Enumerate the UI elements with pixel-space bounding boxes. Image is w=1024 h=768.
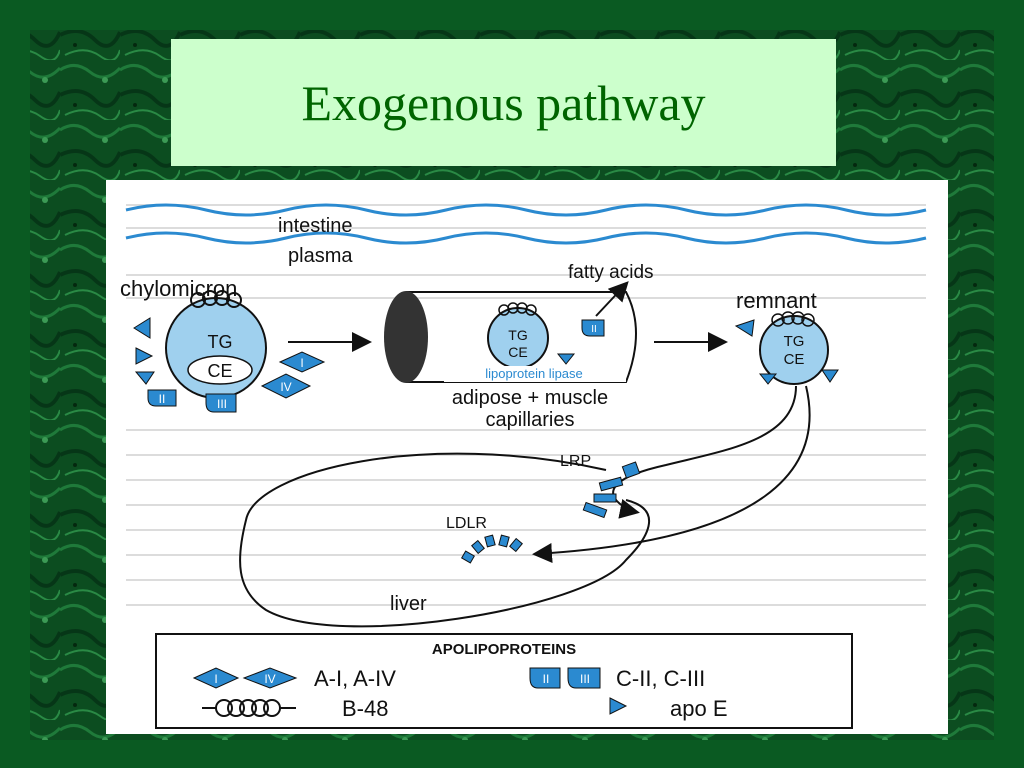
- fatty-acids-label: fatty acids: [568, 262, 654, 283]
- apo-a1-icon: I: [278, 351, 326, 373]
- chylomicron-tg-label: TG: [208, 332, 233, 352]
- svg-text:IV: IV: [280, 380, 291, 394]
- apo-a4-icon: IV: [242, 667, 298, 689]
- liver-cell-outline: [239, 452, 650, 628]
- svg-text:TG: TG: [784, 333, 805, 350]
- legend-a1-a4-label: A-I, A-IV: [314, 666, 396, 691]
- apolipoproteins-legend: APOLIPOPROTEINS I IV A-I, A-IV II III C-…: [155, 633, 853, 729]
- svg-text:IV: IV: [264, 672, 275, 686]
- apo-e-icon: [758, 373, 778, 385]
- intestine-membrane-top: [125, 203, 927, 217]
- apo-e-icon: [135, 347, 154, 365]
- ldlr-receptor-icon: [460, 534, 523, 564]
- ldlr-label: LDLR: [446, 515, 487, 532]
- apo-a1-icon: I: [192, 667, 240, 689]
- svg-text:CE: CE: [508, 344, 527, 360]
- legend-c2-c3-label: C-II, C-III: [616, 666, 705, 691]
- capillaries-label: capillaries: [486, 409, 575, 431]
- fatty-acids-arrow: [595, 281, 629, 317]
- legend-title: APOLIPOPROTEINS: [432, 641, 576, 658]
- apo-c3-icon: III: [205, 393, 237, 413]
- svg-text:TG: TG: [508, 327, 527, 343]
- apo-c2-icon: II: [581, 319, 605, 337]
- chylomicron-particle: TG CE: [165, 290, 267, 399]
- apo-e-icon: [609, 697, 628, 715]
- lrp-label: LRP: [560, 453, 591, 470]
- intestine-label: intestine: [278, 215, 353, 237]
- slide-title: Exogenous pathway: [301, 74, 706, 131]
- capillary-chylomicron: TG CE: [487, 302, 549, 369]
- apo-c2-icon: II: [529, 667, 561, 689]
- apo-c3-icon: III: [567, 667, 601, 689]
- svg-text:I: I: [300, 356, 303, 370]
- lipoprotein-lipase-band: [444, 366, 626, 382]
- svg-text:I: I: [214, 672, 217, 686]
- adipose-muscle-label: adipose + muscle: [452, 387, 608, 409]
- legend-apo-e-label: apo E: [670, 696, 728, 721]
- remnant-label: remnant: [736, 288, 817, 313]
- lipoprotein-lipase-label: lipoprotein lipase: [485, 366, 583, 381]
- apo-c2-icon: II: [147, 389, 177, 407]
- liver-label: liver: [390, 593, 427, 615]
- apo-e-icon: [556, 353, 576, 365]
- svg-text:III: III: [217, 397, 227, 411]
- apo-a4-icon: IV: [260, 373, 312, 399]
- lrp-receptor-icon: [582, 461, 641, 519]
- chylomicron-ce-label: CE: [207, 361, 232, 381]
- legend-b48-label: B-48: [342, 696, 388, 721]
- remnant-to-liver-arrow: [612, 385, 797, 519]
- remnant-to-ldlr-arrow: [532, 385, 811, 564]
- b48-coil-icon: [190, 290, 242, 308]
- title-box: Exogenous pathway: [171, 39, 836, 166]
- b48-coil-icon: [202, 699, 296, 717]
- pathway-diagram: intestine plasma chylomicron TG CE I IV …: [120, 203, 927, 729]
- apo-e-icon: [734, 319, 755, 337]
- plasma-label: plasma: [288, 245, 353, 267]
- svg-text:III: III: [580, 672, 590, 686]
- svg-text:CE: CE: [784, 351, 805, 368]
- apo-e-icon: [821, 369, 839, 383]
- remnant-particle: TG CE: [759, 311, 829, 385]
- apo-e-icon: [134, 371, 155, 385]
- pathway-figure: intestine plasma chylomicron TG CE I IV …: [106, 180, 948, 734]
- apo-e-icon: [133, 317, 151, 339]
- svg-text:II: II: [543, 672, 550, 686]
- svg-text:II: II: [159, 392, 166, 406]
- svg-text:II: II: [591, 324, 597, 335]
- intestine-membrane-bottom: [125, 231, 927, 245]
